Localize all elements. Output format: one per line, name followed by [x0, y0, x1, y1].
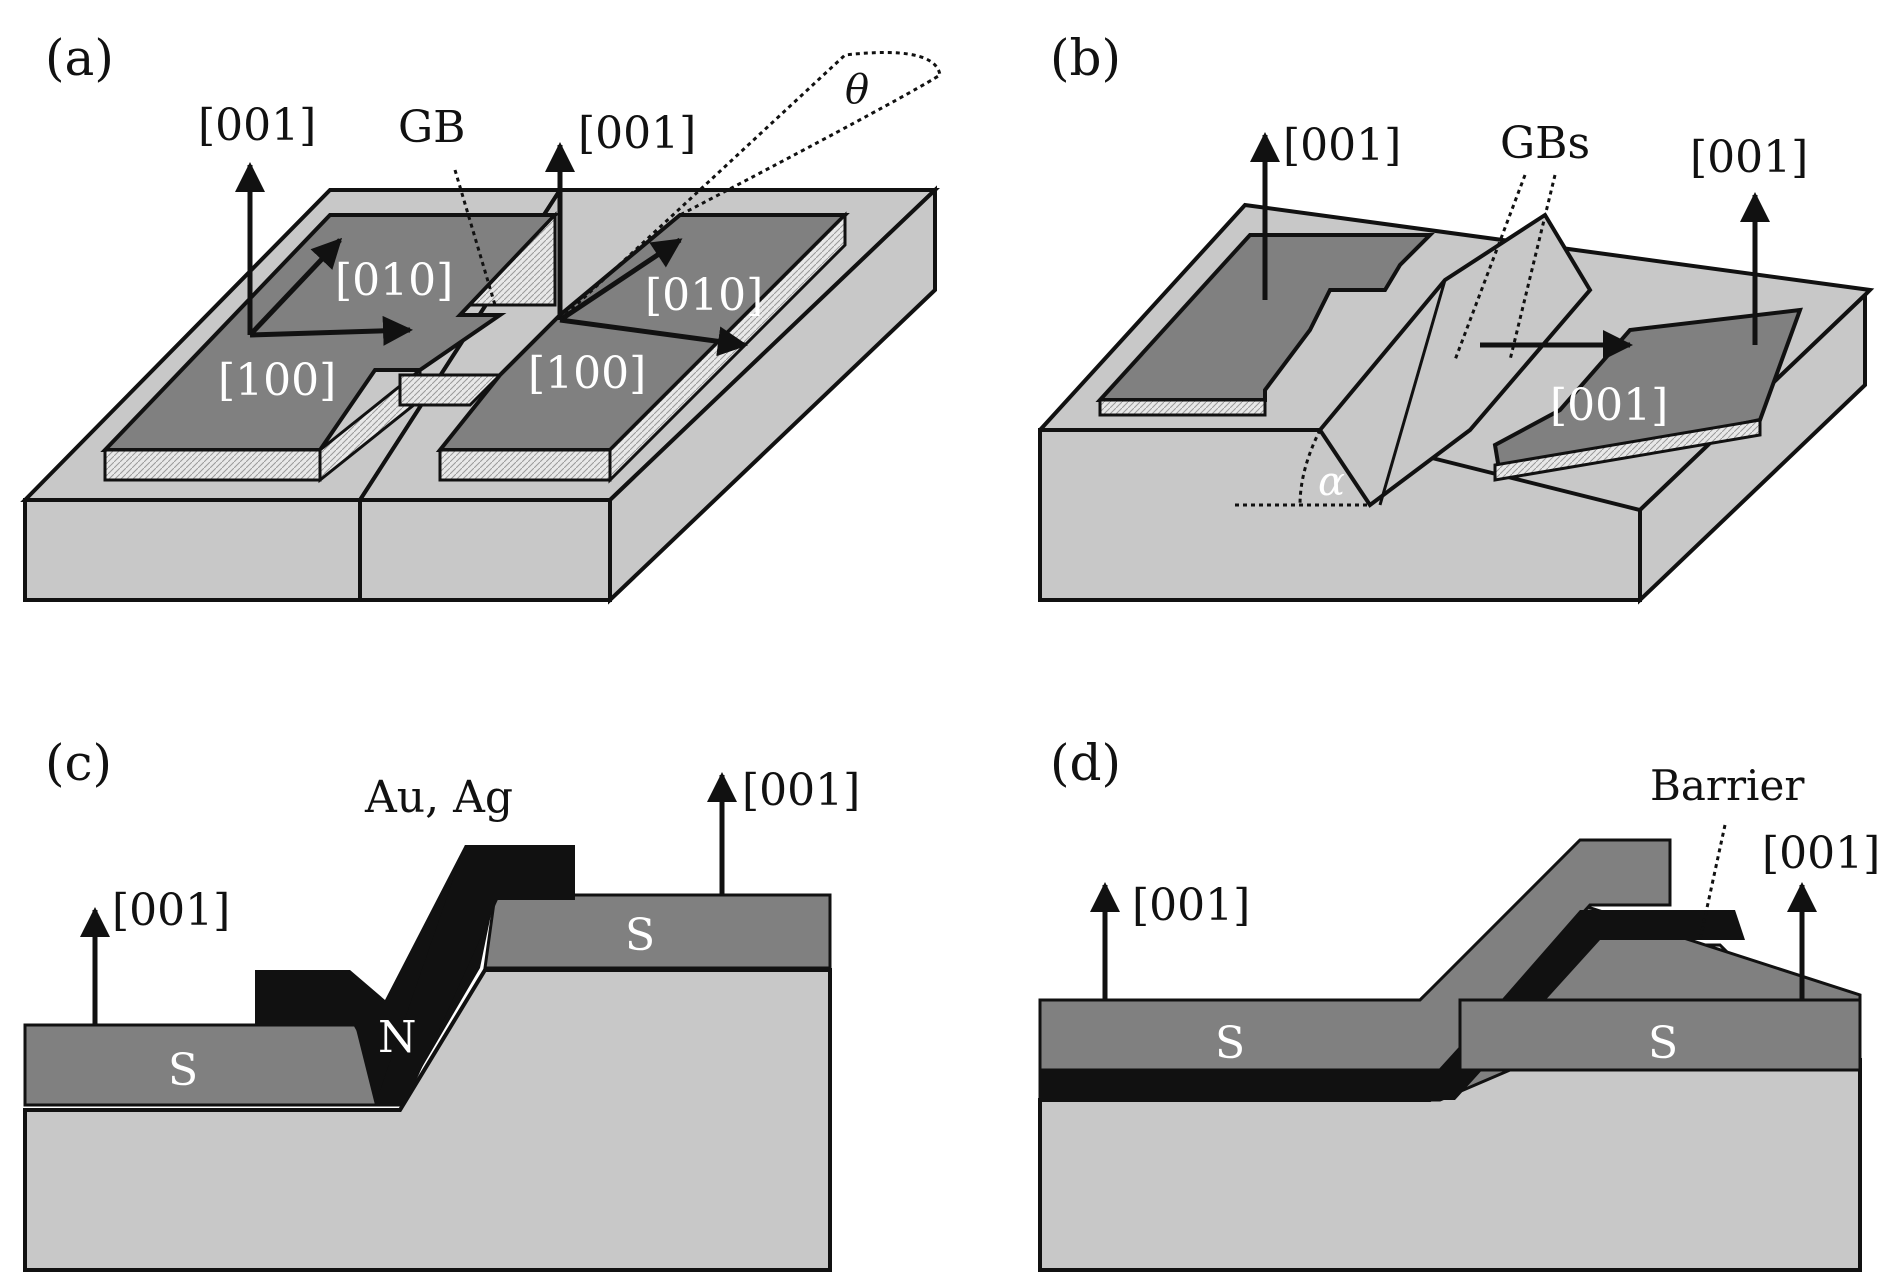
label-c-axis-right: [001] — [742, 765, 860, 816]
label-a-010-right: [010] — [645, 270, 763, 321]
film-left-top — [1095, 233, 1435, 402]
label-a-100-left: [100] — [218, 355, 336, 406]
panel-c: (c) Au, Ag [001] [001] S N S — [23, 734, 860, 1272]
label-d-s-left: S — [1215, 1018, 1245, 1069]
n-top-pad — [470, 845, 575, 900]
label-b-axis-right: [001] — [1690, 132, 1808, 183]
label-c-n: N — [378, 1012, 417, 1063]
film-right-edge — [438, 448, 612, 482]
n-layer — [255, 845, 575, 1105]
axis-010-left-arrow — [248, 237, 343, 337]
s-right-layer — [1458, 998, 1862, 1072]
label-b-dir-001: [001] — [1550, 380, 1668, 431]
label-a-gb: GB — [398, 102, 465, 153]
substrate-front-right — [358, 498, 612, 602]
substrate — [23, 968, 832, 1272]
label-b-alpha: α — [1318, 459, 1345, 505]
label-c-metals: Au, Ag — [364, 772, 513, 823]
film-left-edge — [103, 448, 322, 482]
panel-a-tag: (a) — [45, 29, 114, 87]
alpha-arc — [1235, 429, 1370, 507]
label-c-s-left: S — [168, 1045, 198, 1096]
n-layer-slope — [375, 845, 575, 1105]
panel-b: (b) [001] GBs [001] [001] α — [1038, 29, 1875, 605]
substrate-front-left — [23, 498, 362, 602]
substrate-side — [1638, 290, 1867, 605]
label-d-axis-right: [001] — [1762, 828, 1880, 879]
label-d-barrier: Barrier — [1650, 761, 1805, 810]
black-barrier-layer — [1040, 910, 1745, 1100]
label-a-100-right: [100] — [528, 348, 646, 399]
barrier-pointer — [1698, 824, 1727, 941]
panel-c-tag: (c) — [45, 734, 112, 792]
gb-bridge — [398, 373, 504, 407]
s-right-layer — [483, 893, 832, 970]
axis-100-right-arrow — [559, 317, 748, 357]
label-c-axis-left: [001] — [112, 885, 230, 936]
panel-b-tag: (b) — [1050, 29, 1121, 87]
axis-010-right-arrow — [558, 237, 683, 323]
film-left-edge — [1098, 398, 1267, 417]
label-a-axis-mid: [001] — [578, 108, 696, 159]
label-d-s-right: S — [1648, 1018, 1678, 1069]
panel-d: (d) Barrier [001] [001] S S — [1038, 734, 1880, 1272]
label-b-gbs: GBs — [1500, 118, 1590, 169]
label-b-axis-left: [001] — [1283, 120, 1401, 171]
label-d-axis-left: [001] — [1132, 880, 1250, 931]
ridge-edge — [1378, 279, 1447, 506]
gbs-pointer — [1453, 174, 1557, 361]
label-a-axis-left: [001] — [198, 100, 316, 151]
label-a-theta: θ — [845, 67, 869, 113]
label-a-010-left: [010] — [335, 255, 453, 306]
theta-dashed-line — [558, 51, 942, 322]
axis-100-left-arrow — [249, 315, 413, 346]
substrate-side-right — [608, 185, 937, 605]
label-c-s-right: S — [625, 910, 655, 961]
panel-a: (a) [001] GB [001] θ [010] [010] [100] [… — [20, 29, 942, 605]
gb-wall — [466, 211, 557, 307]
panel-d-tag: (d) — [1050, 734, 1121, 792]
s-left-layer — [23, 1023, 403, 1107]
film-right-edge — [1493, 418, 1762, 482]
